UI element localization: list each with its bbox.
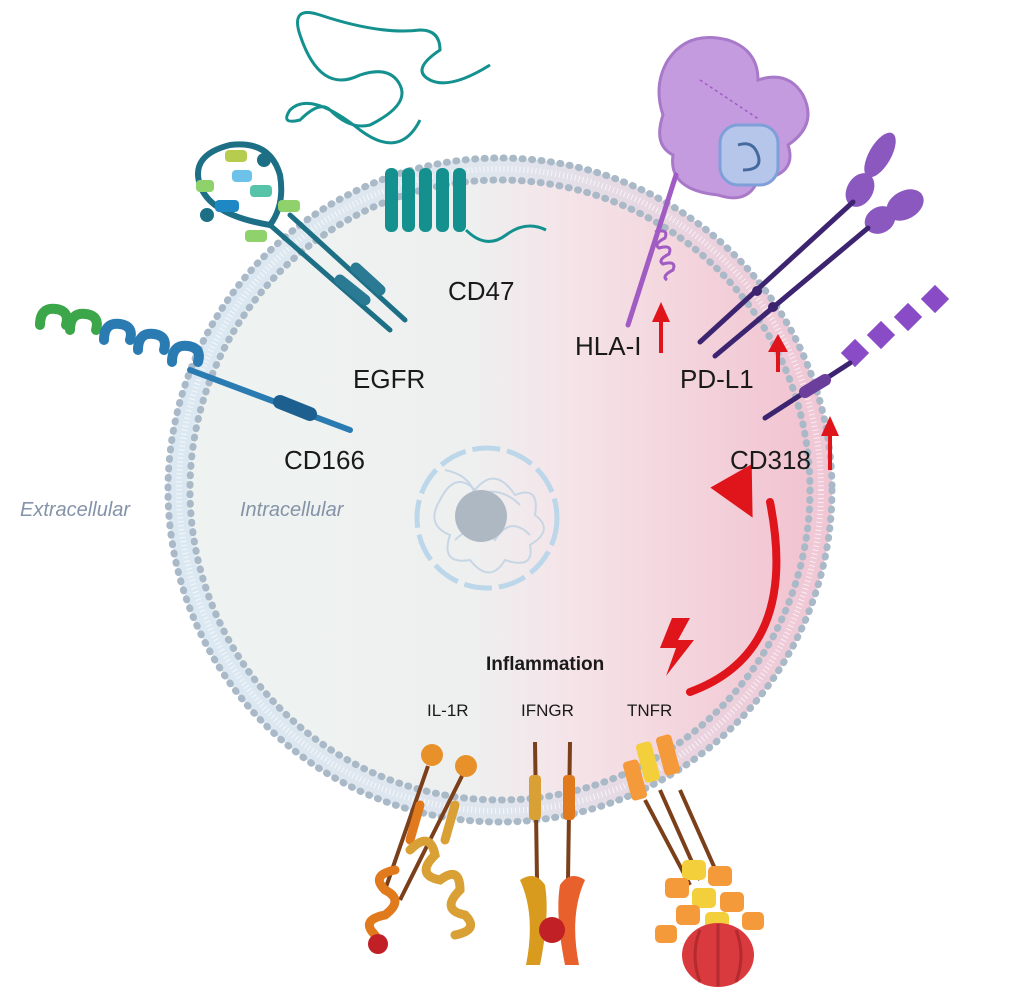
- inflammation-label: Inflammation: [486, 654, 604, 675]
- induction-curved-arrow: [686, 464, 781, 696]
- upregulation-arrow-pdl1: [768, 334, 788, 372]
- egfr-receptor-icon: [195, 141, 408, 333]
- cd47-receptor-icon: [285, 11, 547, 243]
- cd47-label: CD47: [448, 276, 514, 306]
- ifngr-receptor-icon: [520, 741, 585, 965]
- cd318-label: CD318: [730, 445, 811, 475]
- nucleus-icon: [414, 445, 560, 591]
- cd166-receptor-icon: [35, 303, 353, 433]
- pdl1-label: PD-L1: [680, 364, 754, 394]
- il1r-label: IL-1R: [427, 701, 469, 720]
- upregulation-arrow-hla: [652, 302, 670, 353]
- outer-membrane-layer: [164, 154, 836, 826]
- hla-receptor-icon: [625, 36, 810, 328]
- hla-label: HLA-I: [575, 331, 641, 361]
- pdl1-receptor-icon: [697, 132, 924, 359]
- il1r-receptor-icon: [364, 744, 477, 954]
- lightning-icon: [660, 618, 694, 676]
- cd318-receptor-icon: [762, 284, 950, 421]
- inner-membrane-layer: [186, 176, 814, 804]
- tnfr-receptor-icon: [622, 734, 764, 987]
- cell-body: [164, 154, 836, 826]
- tnfr-label: TNFR: [627, 701, 672, 720]
- ifngr-label: IFNGR: [521, 701, 574, 720]
- intracellular-label: Intracellular: [240, 499, 345, 521]
- upregulation-arrow-cd318: [821, 416, 839, 470]
- cd166-label: CD166: [284, 445, 365, 475]
- egfr-label: EGFR: [353, 364, 425, 394]
- extracellular-label: Extracellular: [20, 499, 131, 521]
